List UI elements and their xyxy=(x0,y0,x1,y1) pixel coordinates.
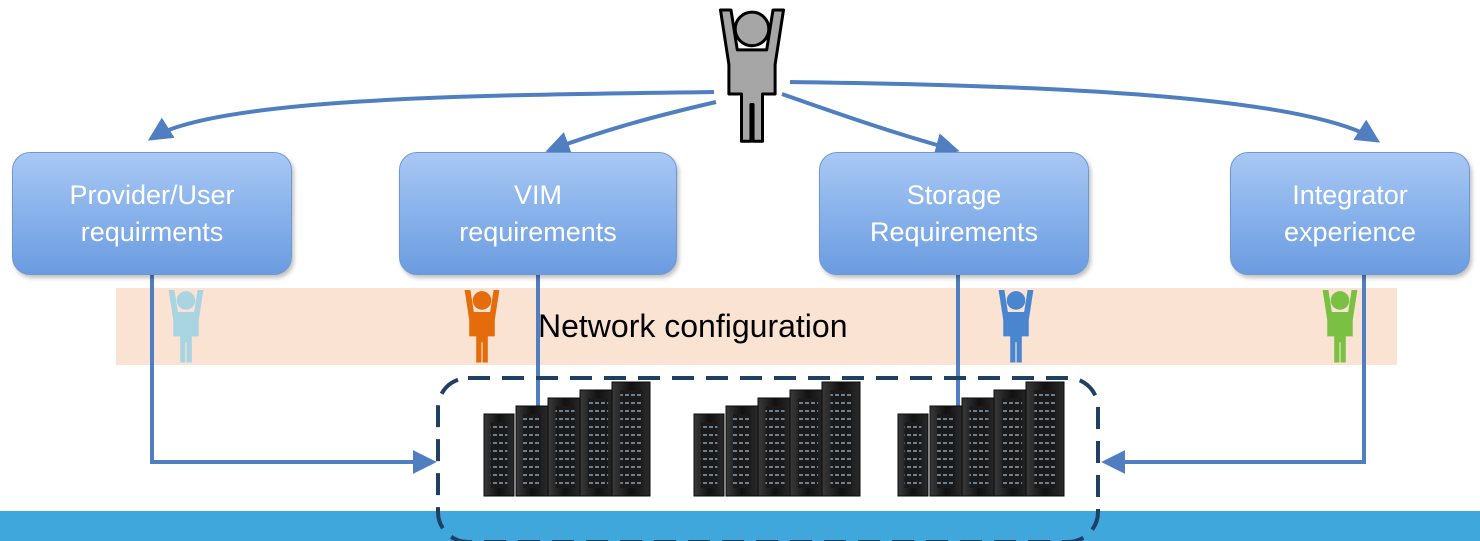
arrow-provider-to-servers xyxy=(150,275,437,474)
person-arms-raised-icon xyxy=(464,290,500,363)
server-rack-front xyxy=(587,398,609,488)
box-label-line2: requirements xyxy=(459,216,617,247)
arrow-integrator-to-servers xyxy=(1101,275,1366,474)
box-label-line2: Requirements xyxy=(869,216,1039,247)
person-body xyxy=(464,290,500,363)
server-rack-front xyxy=(1001,398,1023,488)
server-rack-front xyxy=(937,414,955,488)
server-rack-front xyxy=(830,390,852,488)
box-label-line1: Integrator xyxy=(1292,179,1408,210)
vim-requirements-box: VIM requirements xyxy=(399,152,677,275)
server-rack-front xyxy=(700,422,718,488)
server-rack-front xyxy=(523,414,541,488)
person-arms-raised-icon xyxy=(168,290,204,363)
server-rack-front xyxy=(620,390,642,488)
server-rack-front xyxy=(490,422,508,488)
arrow-to-integrator xyxy=(789,80,1381,143)
server-rack-front xyxy=(904,422,922,488)
person-arms-raised-icon xyxy=(719,8,785,143)
integrator-experience-box: Integrator experience xyxy=(1230,152,1470,275)
server-rack-group-3 xyxy=(897,381,1065,497)
provider-user-requirements-box: Provider/User requirments xyxy=(12,152,292,275)
person-arms-raised-icon xyxy=(1322,290,1358,363)
server-rack-front xyxy=(555,406,575,488)
person-head xyxy=(472,291,492,310)
person-head xyxy=(1006,291,1026,310)
box-label-line1: Provider/User xyxy=(69,179,235,210)
network-configuration-band xyxy=(116,288,1397,365)
server-rack-front xyxy=(969,406,989,488)
arrow-to-storage xyxy=(781,92,960,157)
box-label-line1: VIM xyxy=(513,179,562,210)
slide-footer-bar xyxy=(0,511,1480,541)
server-rack-front xyxy=(733,414,751,488)
server-rack-group-2 xyxy=(693,381,861,497)
person-body xyxy=(719,8,785,143)
person-head xyxy=(1330,291,1350,310)
box-label-line1: Storage xyxy=(906,179,1002,210)
server-rack-front xyxy=(1034,390,1056,488)
bottom-arrows xyxy=(150,275,1366,474)
arrow-to-vim xyxy=(545,100,717,155)
server-enclosure xyxy=(436,376,1100,541)
box-label-line2: requirments xyxy=(80,216,224,247)
server-rack-front xyxy=(765,406,785,488)
person-body xyxy=(1322,290,1358,363)
person-arms-raised-icon xyxy=(998,290,1034,363)
person-body xyxy=(168,290,204,363)
person-head xyxy=(733,10,771,48)
top-arrows xyxy=(147,80,1381,157)
person-head xyxy=(176,291,196,310)
box-label-line2: experience xyxy=(1283,216,1417,247)
person-body xyxy=(998,290,1034,363)
network-configuration-label: Network configuration xyxy=(538,308,848,344)
server-rack-front xyxy=(797,398,819,488)
arrow-to-provider xyxy=(147,90,715,141)
server-rack-group-1 xyxy=(483,381,651,497)
storage-requirements-box: Storage Requirements xyxy=(819,152,1089,275)
